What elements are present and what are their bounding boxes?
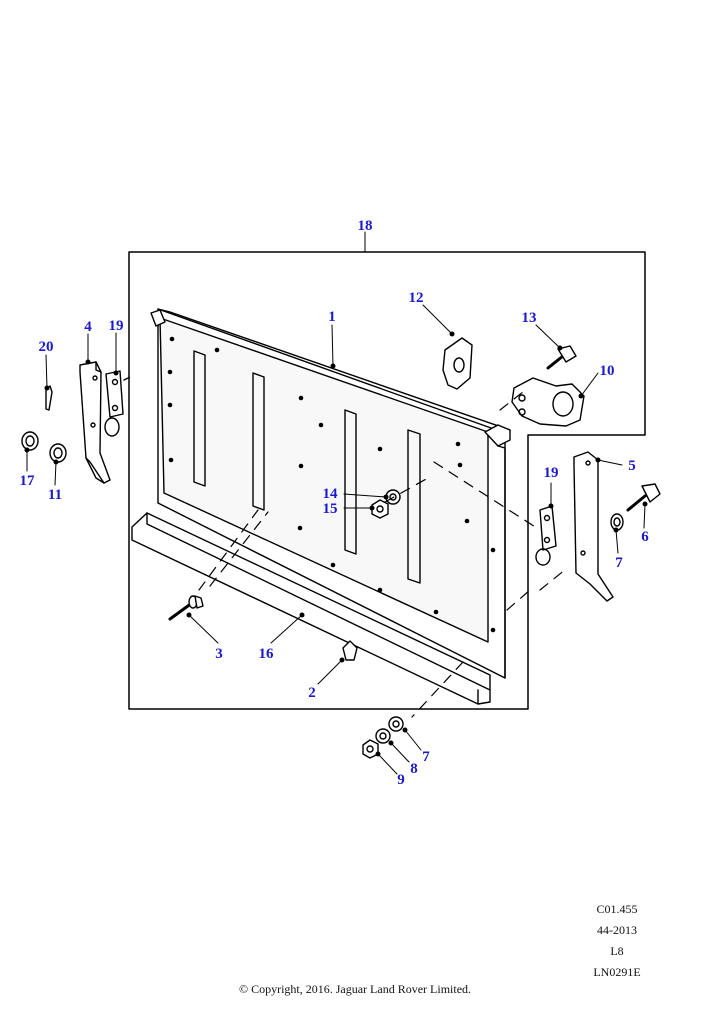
callout-11: 11 [48,487,62,503]
callout-19-right: 19 [544,465,559,481]
callout-8: 8 [410,761,418,777]
spring-washer-8-part [375,728,391,744]
diagram-code: C01.455 [596,902,638,916]
callout-9: 9 [397,772,405,788]
hinge-arm-right-part [573,451,614,602]
callout-13: 13 [522,310,537,326]
callout-5: 5 [628,458,636,474]
diagram-level: L8 [610,944,624,958]
washer-7-lower-part [388,716,404,732]
nut-15-part [371,499,389,519]
callout-1: 1 [328,309,336,325]
callout-17: 17 [20,473,36,489]
washer-part [49,443,67,463]
spring-washer-part [21,431,39,451]
rivet-part [168,595,204,621]
callout-2: 2 [308,685,316,701]
buffer-part [342,640,358,661]
callout-10: 10 [600,363,615,379]
hinge-arm-left-part [79,361,111,484]
channel-strip-part [131,512,491,705]
bracket-12-part [442,337,473,390]
callout-16: 16 [259,646,275,662]
callout-3: 3 [215,646,223,662]
copyright-notice: © Copyright, 2016. Jaguar Land Rover Lim… [238,982,472,996]
diagram-date: 44-2013 [597,923,637,937]
washer-7-right-part [610,513,624,531]
callout-18: 18 [358,218,373,234]
bracket-left-part [104,370,139,437]
panel-part [150,308,511,679]
callout-19-left: 19 [109,318,124,334]
split-pin-part [45,385,53,411]
callout-7-lower: 7 [422,749,430,765]
diagram-reference: LN0291E [593,965,641,979]
assembly-outline [128,251,646,710]
bolt-6-part [626,483,661,512]
bracket-right-part [535,505,557,566]
callout-12: 12 [409,290,424,306]
callout-14: 14 [323,486,339,502]
callout-labels: 1 2 3 4 5 6 7 7 8 9 10 11 12 13 14 15 16… [20,218,650,788]
panel-holes [167,336,496,633]
callout-7-right: 7 [615,555,623,571]
callout-15: 15 [323,501,338,517]
nut-9-part [362,739,379,759]
bolt-13-part [546,345,577,370]
callout-4: 4 [84,319,92,335]
bracket-10-part [511,377,585,427]
callout-20: 20 [39,339,54,355]
callout-6: 6 [641,529,649,545]
